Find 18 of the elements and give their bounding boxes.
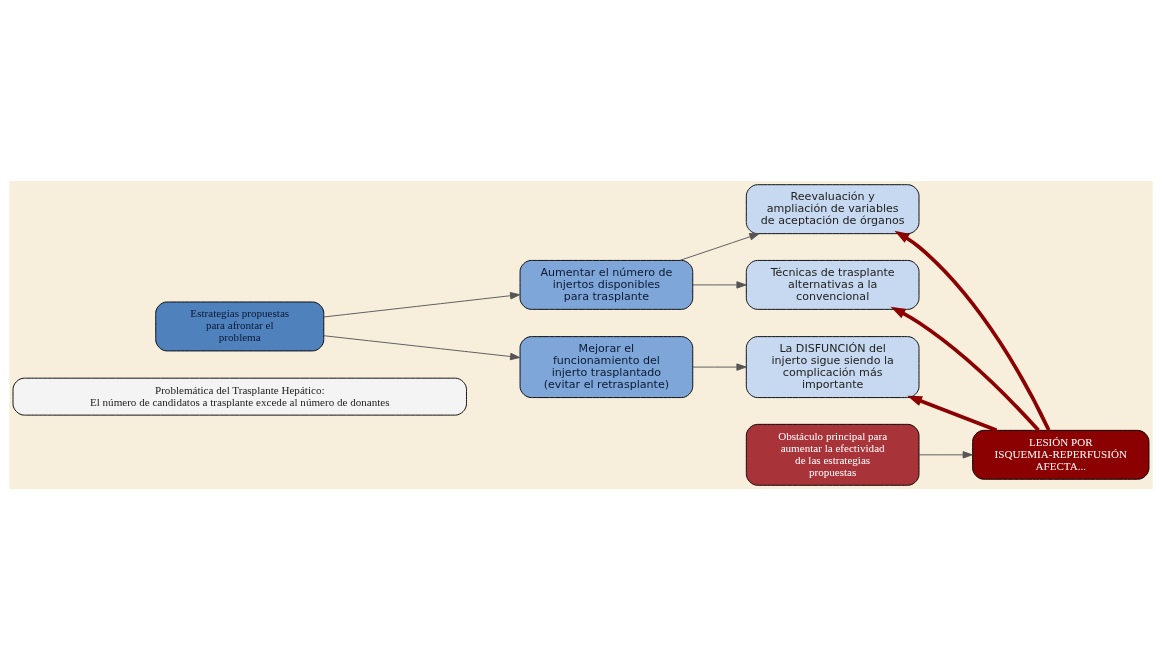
- arrow: [692, 280, 747, 289]
- node-box: LESIÓN POR ISQUEMIA-REPERFUSIÓN AFECTA...: [972, 429, 1150, 480]
- arrow: [907, 395, 998, 432]
- node-box: Aumentar el número de injertos disponibles para trasplante: [519, 259, 694, 310]
- arrow: [692, 362, 747, 371]
- node-box: Técnicas de trasplante alternativas a la convencional: [745, 259, 920, 310]
- arrow: [679, 232, 760, 261]
- node-box: Problemática del Trasplante Hepático: El número de candidatos a trasplante excede al número de donantes: [12, 377, 467, 416]
- arrow: [918, 450, 973, 458]
- node-box: Estrategias propuestas para afrontar el problema: [155, 301, 325, 351]
- node-box: Mejorar el funcionamiento del injerto trasplantado (evitar el retrasplante): [519, 335, 694, 398]
- node-box: La DISFUNCIÓN del injerto sigue siendo la complicación más importante: [745, 335, 920, 398]
- arrow: [890, 306, 1040, 432]
- node-box: Obstáculo principal para aumentar la efectividad de las estrategias propuestas: [745, 423, 920, 486]
- arrow: [323, 291, 521, 317]
- node-box: Reevaluación y ampliación de variables de aceptación de órganos: [745, 183, 920, 234]
- arrow: [323, 334, 521, 360]
- arrow: [894, 230, 1051, 431]
